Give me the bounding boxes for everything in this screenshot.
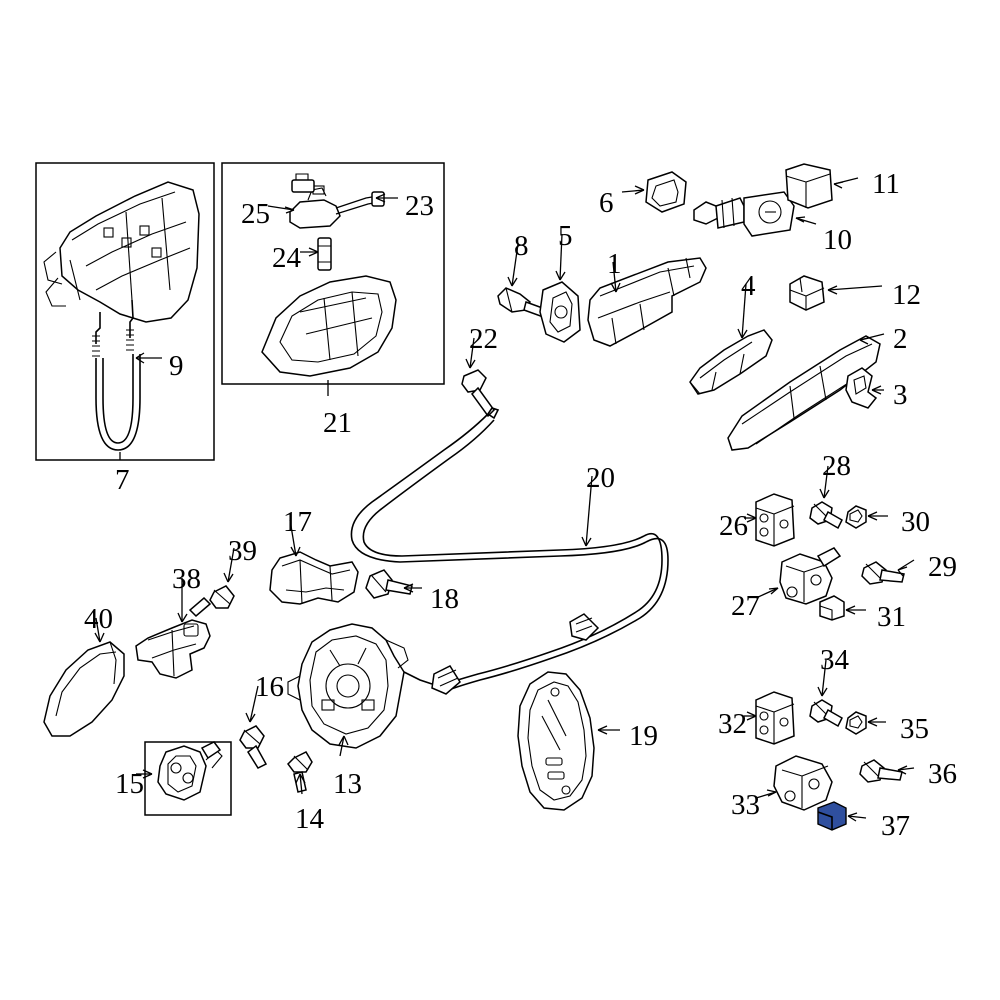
callout-25: 25: [241, 198, 270, 230]
part-38-bracket: [135, 619, 211, 679]
callout-3: 3: [893, 379, 908, 411]
part-27-hinge: [779, 547, 842, 605]
part-25-motor: [289, 173, 385, 229]
callout-40: 40: [84, 603, 113, 635]
part-37-highlighted-grommet: [817, 801, 847, 831]
callout-26: 26: [719, 510, 748, 542]
part-30-nut: [845, 505, 867, 529]
part-12-clip: [789, 275, 825, 311]
part-33-hinge: [773, 755, 833, 811]
callout-12: 12: [892, 279, 921, 311]
part-16-screw: [239, 725, 268, 769]
callout-28: 28: [822, 450, 851, 482]
callout-29: 29: [928, 551, 957, 583]
callout-22: 22: [469, 323, 498, 355]
part-11-cover: [785, 163, 833, 209]
part-36-bolt: [859, 759, 903, 783]
callout-35: 35: [900, 713, 929, 745]
callout-21: 21: [323, 407, 352, 439]
part-15-key: [157, 741, 223, 801]
callout-33: 33: [731, 789, 760, 821]
part-10-lock-cylinder: [693, 191, 795, 237]
part-29-bolt: [861, 561, 905, 585]
callout-32: 32: [718, 708, 747, 740]
part-26-hinge: [755, 493, 795, 547]
callout-6: 6: [599, 187, 614, 219]
part-6-cap: [645, 171, 687, 213]
callout-1: 1: [607, 248, 622, 280]
part-4-handle-bar: [689, 329, 773, 395]
part-13-latch: [287, 623, 433, 749]
callout-5: 5: [558, 220, 573, 252]
part-8-screw: [497, 287, 549, 319]
part-14-screw: [287, 751, 313, 793]
callout-30: 30: [901, 506, 930, 538]
part-32-hinge: [755, 691, 795, 745]
part-21-panel: [261, 275, 397, 377]
callout-7: 7: [115, 464, 130, 496]
part-40-outer-handle: [43, 641, 125, 737]
part-20-cable: [350, 407, 669, 695]
callout-34: 34: [820, 644, 849, 676]
callout-19: 19: [629, 720, 658, 752]
part-18-screw: [365, 569, 413, 599]
callout-31: 31: [877, 601, 906, 633]
callout-17: 17: [283, 506, 312, 538]
callout-39: 39: [228, 535, 257, 567]
callout-23: 23: [405, 190, 434, 222]
part-7-regulator: [43, 181, 200, 451]
callout-8: 8: [514, 230, 529, 262]
callout-4: 4: [741, 270, 756, 302]
part-35-nut: [845, 711, 867, 735]
callout-13: 13: [333, 768, 362, 800]
part-2-door-handle: [727, 335, 881, 451]
callout-16: 16: [255, 671, 284, 703]
callout-9: 9: [169, 350, 184, 382]
callout-36: 36: [928, 758, 957, 790]
frame-15: [144, 741, 232, 816]
callout-10: 10: [823, 224, 852, 256]
part-31-grommet: [819, 595, 845, 621]
leader-lines: [94, 177, 915, 822]
callout-37: 37: [881, 810, 910, 842]
callout-24: 24: [272, 242, 301, 274]
part-24-striker: [317, 237, 332, 271]
callout-18: 18: [430, 583, 459, 615]
frame-7: [35, 162, 215, 461]
callout-11: 11: [872, 168, 900, 200]
part-5-bracket: [539, 281, 581, 343]
part-17-bracket: [269, 551, 359, 605]
part-28-bolt: [809, 501, 843, 530]
part-1-handle-base: [587, 257, 707, 347]
part-19-plate: [517, 671, 595, 811]
part-34-bolt: [809, 699, 843, 728]
callout-14: 14: [295, 803, 324, 835]
callout-20: 20: [586, 462, 615, 494]
callout-2: 2: [893, 323, 908, 355]
part-3-lever: [845, 367, 878, 409]
callout-15: 15: [115, 768, 144, 800]
part-22-bolt: [461, 369, 495, 418]
callout-38: 38: [172, 563, 201, 595]
callout-27: 27: [731, 590, 760, 622]
